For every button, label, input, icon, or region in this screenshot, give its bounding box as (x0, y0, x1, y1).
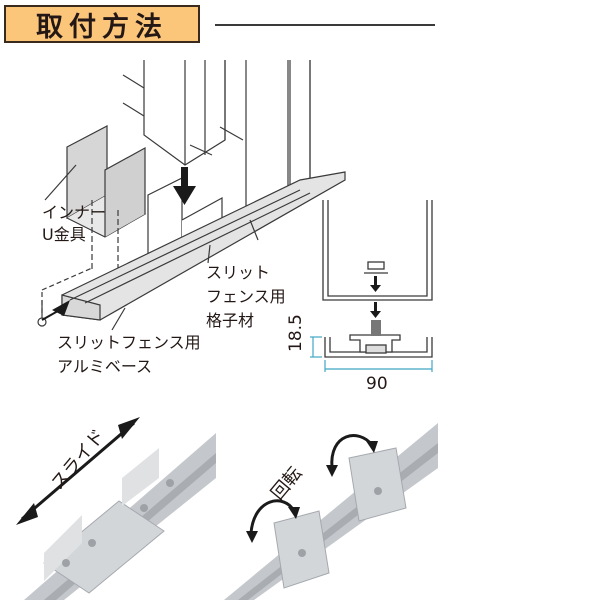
title-divider (215, 24, 435, 26)
inner-u-bracket-label-2: U金具 (42, 225, 86, 244)
section-title: 取付方法 (36, 11, 168, 43)
installation-diagram (37, 60, 433, 372)
width-dimension: 90 (366, 374, 388, 394)
height-dimension: 18.5 (286, 314, 306, 352)
lattice-label-2: フェンス用 (206, 287, 286, 306)
rotate-photo: 回転 (224, 403, 438, 600)
lattice-label-3: 格子材 (206, 311, 255, 330)
inner-u-bracket-label-1: インナー (42, 203, 107, 222)
alumi-base-label-2: アルミベース (57, 357, 153, 376)
slide-photo: スライド (4, 403, 216, 600)
lattice-label-1: スリット (206, 263, 271, 282)
alumi-base-label-1: スリットフェンス用 (57, 333, 201, 352)
section-title-box: 取付方法 (4, 5, 200, 43)
